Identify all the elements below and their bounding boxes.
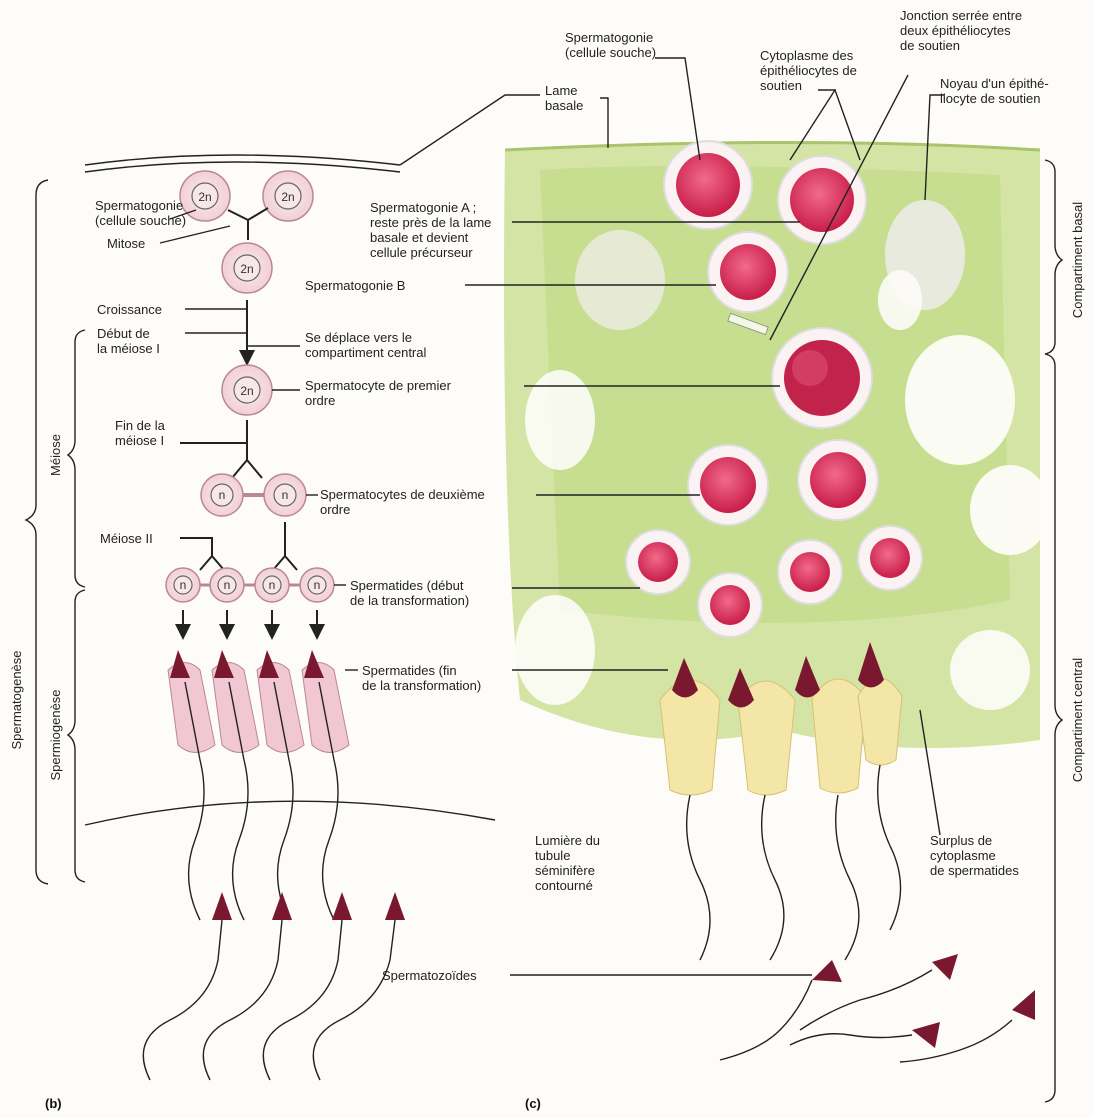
cell-symbol-n: n	[269, 578, 276, 592]
cell-spermatogonium-b: 2n	[222, 243, 272, 293]
cell-symbol-n: n	[180, 578, 187, 592]
spermatogonium-stem-cell-c	[664, 141, 752, 229]
cell-primary-spermatocyte: 2n	[222, 365, 272, 415]
label-croissance: Croissance	[97, 302, 162, 317]
spermatozoa-b	[143, 892, 405, 1080]
label-mitose: Mitose	[107, 236, 145, 251]
early-spermatids-b: n n n n	[166, 568, 334, 602]
cell-symbol-2n: 2n	[240, 262, 253, 276]
brace-basal	[1045, 160, 1062, 354]
cell-symbol-2n: 2n	[198, 190, 211, 204]
spermatid-4: n	[300, 568, 334, 602]
brace-meiose	[68, 330, 85, 587]
label-spermatogonie-b-type: Spermatogonie B	[305, 278, 405, 293]
cell-symbol-n: n	[224, 578, 231, 592]
late-spermatids-b	[168, 650, 349, 920]
meiosis-1-arrow	[232, 420, 262, 478]
label-spermatogonie-b: Spermatogonie(cellule souche)	[95, 198, 186, 228]
cell-symbol-n: n	[282, 488, 289, 502]
late-spermatids-c	[660, 642, 902, 960]
secondary-spermatocyte-2-c	[798, 440, 878, 520]
brace-spermiogenese	[68, 590, 85, 882]
cell-symbol-n: n	[314, 578, 321, 592]
vertical-label-spermiogenese: Spermiogenèse	[48, 689, 63, 780]
vertical-label-meiose: Méiose	[48, 434, 63, 476]
brace-spermatogenese	[26, 180, 48, 884]
meiosis-2-arrow-right	[273, 522, 297, 570]
cell-stem-2: 2n	[263, 171, 313, 221]
panel-label-b: (b)	[45, 1096, 62, 1111]
panel-label-c: (c)	[525, 1096, 541, 1111]
transformation-arrows	[183, 610, 317, 632]
spermatogonium-a-c	[778, 156, 866, 244]
label-noyau: Noyau d'un épithé-liocyte de soutien	[940, 76, 1049, 106]
vertical-label-compartiment-central: Compartiment central	[1070, 658, 1085, 782]
spermatogonium-b-c	[708, 232, 788, 312]
brace-central	[1045, 354, 1062, 1102]
vertical-label-compartiment-basal: Compartiment basal	[1070, 202, 1085, 318]
label-meiose-2: Méiose II	[100, 531, 153, 546]
meiosis-2-arrow-left	[180, 538, 224, 570]
vertical-label-spermatogenese: Spermatogenèse	[9, 650, 24, 749]
cell-secondary-spermatocyte-1: n	[201, 474, 243, 516]
secondary-spermatocyte-1-c	[688, 445, 768, 525]
mitosis-arrow	[228, 208, 268, 240]
spermatid-2: n	[210, 568, 244, 602]
cell-symbol-n: n	[219, 488, 226, 502]
cell-symbol-2n: 2n	[281, 190, 294, 204]
spermatid-3: n	[255, 568, 289, 602]
spermatid-1: n	[166, 568, 200, 602]
spermatozoa-c	[720, 954, 1035, 1062]
label-spermatogonie-c: Spermatogonie(cellule souche)	[565, 30, 656, 60]
primary-spermatocyte-c	[772, 328, 872, 428]
cell-secondary-spermatocyte-2: n	[264, 474, 306, 516]
label-spermatozoides: Spermatozoïdes	[382, 968, 477, 983]
cell-symbol-2n: 2n	[240, 384, 253, 398]
tissue-background	[504, 143, 1050, 749]
